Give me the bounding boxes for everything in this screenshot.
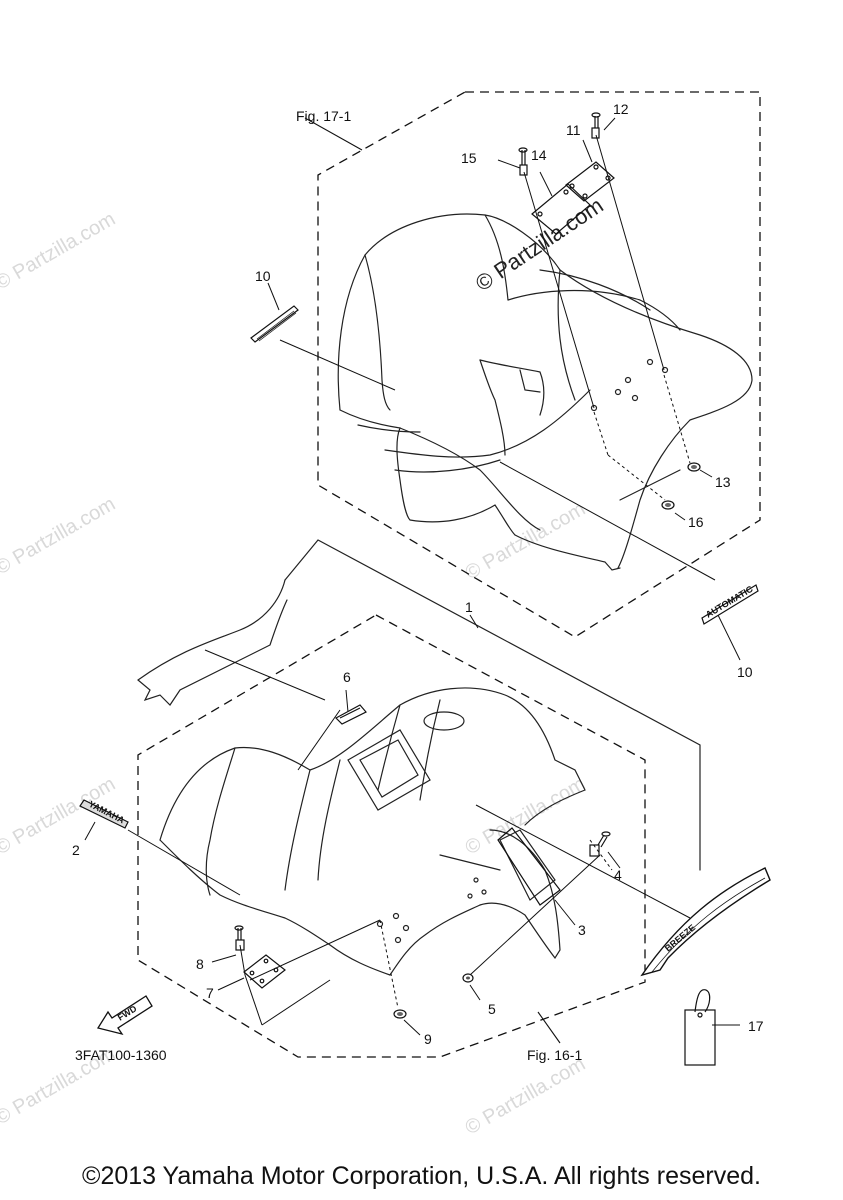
svg-text:AUTOMATIC: AUTOMATIC xyxy=(704,584,755,620)
rear-fender xyxy=(337,213,753,571)
grommet-part-16 xyxy=(661,500,675,510)
callout-labels: 1 2 3 4 5 6 7 8 9 10 10 11 12 13 14 15 1… xyxy=(72,101,764,1047)
plate-part-14 xyxy=(531,183,591,235)
upper-group-outline xyxy=(317,91,761,638)
callout-9: 9 xyxy=(424,1031,432,1047)
bolt-part-12 xyxy=(591,112,601,139)
lower-group-outline xyxy=(137,614,646,1058)
decal-automatic: AUTOMATIC xyxy=(701,584,759,625)
diagram-code: 3FAT100-1360 xyxy=(75,1047,167,1063)
callout-12: 12 xyxy=(613,101,629,117)
fender-flaps xyxy=(137,539,701,871)
fig-16-1-label: Fig. 16-1 xyxy=(527,1047,582,1063)
callout-5: 5 xyxy=(488,1001,496,1017)
upper-leaders xyxy=(279,117,741,661)
callout-1: 1 xyxy=(465,599,473,615)
decal-part-6 xyxy=(335,704,367,725)
decal-part-10-upper xyxy=(250,305,299,343)
callout-13: 13 xyxy=(715,474,731,490)
grommet-part-13 xyxy=(687,462,701,472)
watermark: © Partzilla.com xyxy=(462,1053,590,1139)
leader-fig-17-1 xyxy=(304,117,363,151)
grommet-part-9 xyxy=(393,1009,407,1019)
callout-7: 7 xyxy=(206,985,214,1001)
callout-17: 17 xyxy=(748,1018,764,1034)
callout-15: 15 xyxy=(461,150,477,166)
fig-17-1-label: Fig. 17-1 xyxy=(296,108,351,124)
callout-10-upper: 10 xyxy=(255,268,271,284)
callout-16: 16 xyxy=(688,514,704,530)
callout-11: 11 xyxy=(566,122,581,138)
callout-3: 3 xyxy=(578,922,586,938)
callout-2: 2 xyxy=(72,842,80,858)
callout-4: 4 xyxy=(614,867,622,883)
tag-part-17 xyxy=(684,989,716,1066)
copyright-notice: ©2013 Yamaha Motor Corporation, U.S.A. A… xyxy=(82,1162,761,1190)
watermark: © Partzilla.com xyxy=(0,208,119,294)
callout-10-lower: 10 xyxy=(737,664,753,680)
front-fender xyxy=(159,687,586,976)
lower-leaders xyxy=(84,649,740,1036)
plate-part-3 xyxy=(497,827,561,906)
callout-8: 8 xyxy=(196,956,204,972)
fwd-arrow-icon: FWD xyxy=(96,995,153,1036)
watermark: © Partzilla.com xyxy=(462,498,590,584)
bolt-part-8 xyxy=(234,925,245,951)
decal-yamaha: YAMAHA xyxy=(79,799,129,829)
svg-text:BREEZE: BREEZE xyxy=(663,922,697,953)
plate-part-7 xyxy=(243,954,286,989)
callout-6: 6 xyxy=(343,669,351,685)
callout-14: 14 xyxy=(531,147,547,163)
bolt-part-15 xyxy=(518,147,528,176)
watermark: © Partzilla.com xyxy=(0,493,119,579)
decal-breeze: BREEZE xyxy=(640,867,771,977)
watermark: © Partzilla.com xyxy=(462,773,590,859)
bolt-part-4 xyxy=(589,831,611,857)
nut-part-5 xyxy=(462,973,474,983)
